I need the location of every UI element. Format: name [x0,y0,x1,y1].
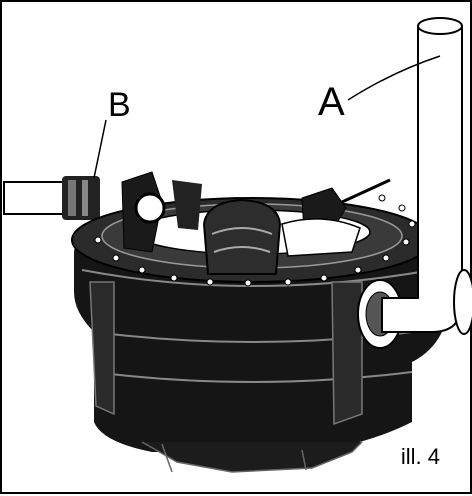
callout-label-b: B [108,86,131,124]
internal-components [121,171,391,275]
riser-pipe [381,17,472,335]
callout-label-a: A [318,80,345,124]
flange-bolts [94,194,416,287]
figure-caption: ill. 4 [400,444,440,469]
leader-line-a [347,55,441,101]
inlet-pipe [3,181,73,215]
tank-body [74,224,442,473]
pipe-coupling [62,176,100,220]
leader-line-b [93,119,107,179]
